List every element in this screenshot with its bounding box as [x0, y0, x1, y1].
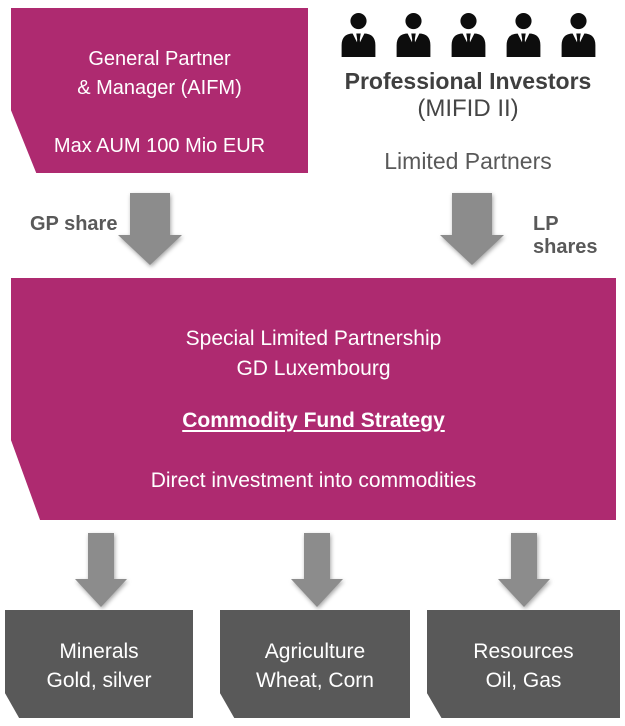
fund-description: Direct investment into commodities: [150, 469, 477, 492]
agriculture-subtitle: Wheat, Corn: [256, 669, 374, 692]
gp-box-line2: & Manager (AIFM): [77, 77, 242, 99]
business-person-icon: [506, 12, 540, 58]
resources-box: Resources Oil, Gas: [427, 610, 620, 718]
lp-shares-label: LP shares: [533, 213, 598, 258]
fund-box-line2: GD Luxembourg: [236, 357, 391, 380]
fund-box-line1: Special Limited Partnership: [185, 327, 442, 350]
minerals-subtitle: Gold, silver: [46, 669, 152, 692]
business-person-icon: [451, 12, 485, 58]
gp-box-line1: General Partner: [88, 48, 231, 70]
investor-icons-row: [318, 4, 618, 64]
gp-share-label: GP share: [30, 213, 118, 235]
fund-box: Special Limited Partnership GD Luxembour…: [11, 278, 616, 520]
business-person-icon: [341, 12, 375, 58]
resources-title: Resources: [473, 640, 574, 663]
minerals-box: Minerals Gold, silver: [5, 610, 193, 718]
gp-box-spacer: [11, 103, 308, 132]
investors-group: Professional Investors (MIFID II) Limite…: [318, 4, 618, 175]
minerals-down-arrow-icon: [75, 533, 127, 607]
agriculture-title: Agriculture: [264, 640, 366, 663]
resources-subtitle: Oil, Gas: [485, 669, 562, 692]
minerals-title: Minerals: [59, 640, 139, 663]
fund-strategy-title: Commodity Fund Strategy: [182, 409, 445, 432]
resources-down-arrow-icon: [498, 533, 550, 607]
lp-down-arrow-icon: [440, 193, 504, 265]
agriculture-down-arrow-icon: [291, 533, 343, 607]
limited-partners-label: Limited Partners: [384, 148, 552, 174]
investors-title: Professional Investors: [344, 68, 592, 94]
business-person-icon: [561, 12, 595, 58]
investors-subtitle: (MIFID II): [417, 95, 519, 122]
general-partner-box: General Partner & Manager (AIFM) Max AUM…: [11, 8, 308, 173]
gp-down-arrow-icon: [118, 193, 182, 265]
agriculture-box: Agriculture Wheat, Corn: [220, 610, 410, 718]
business-person-icon: [396, 12, 430, 58]
gp-box-aum: Max AUM 100 Mio EUR: [53, 135, 266, 157]
